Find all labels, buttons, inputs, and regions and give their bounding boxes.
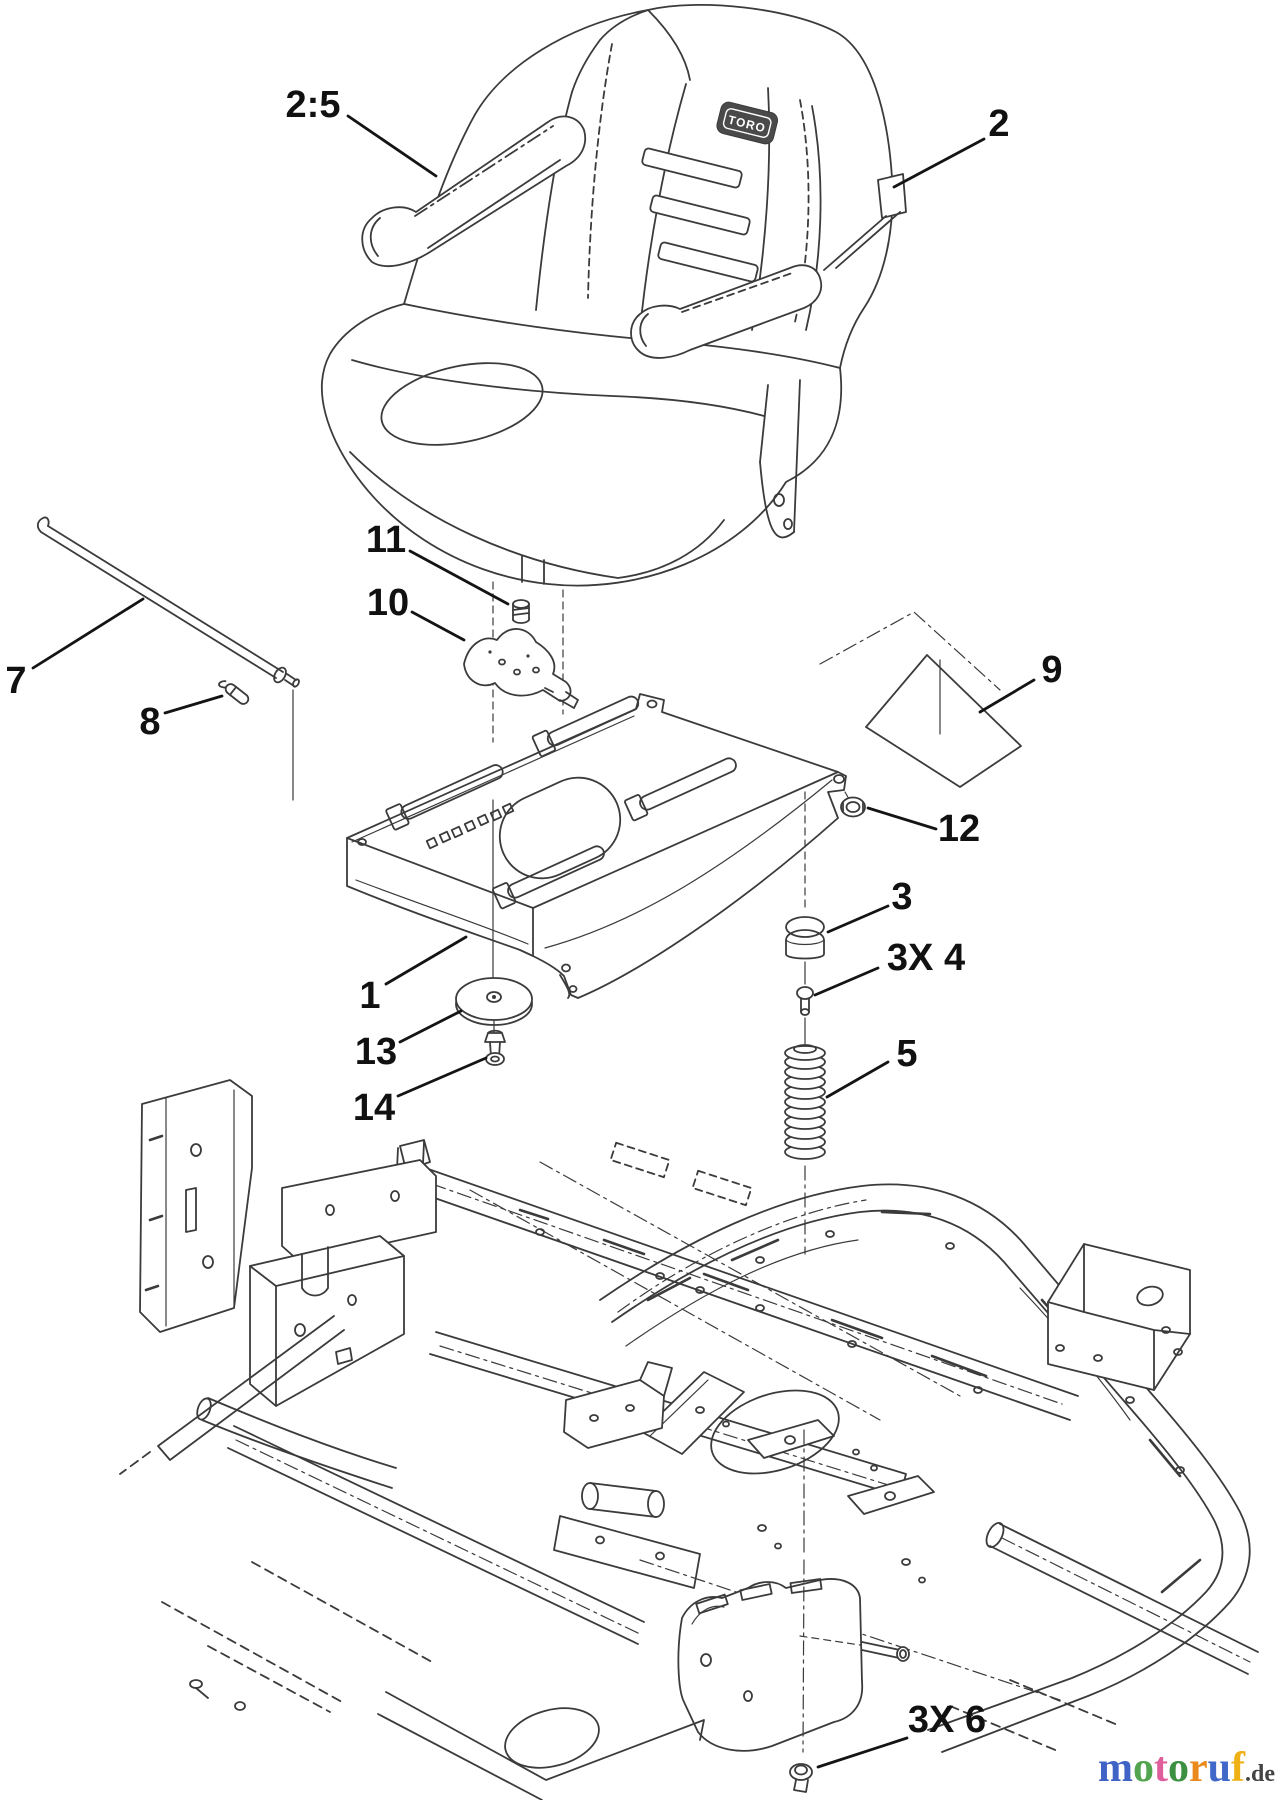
armrest-right-part	[630, 173, 907, 359]
callout-leader-9	[978, 678, 1036, 714]
watermark-letter: t	[1154, 1745, 1168, 1791]
callout-label-3: 3	[891, 876, 912, 918]
callout-label-2-5: 2:5	[286, 84, 341, 126]
callout-leader-3X6	[816, 1736, 909, 1769]
nut-part-12	[840, 796, 866, 818]
callout-label-2: 2	[988, 103, 1009, 145]
callout-leader-1	[384, 935, 468, 986]
rod-part-7	[36, 516, 300, 801]
decal-part-9	[819, 611, 1022, 788]
callout-label-11: 11	[366, 519, 406, 561]
watermark-suffix: .de	[1245, 1761, 1275, 1787]
seat-plate-part-1	[346, 693, 850, 999]
bracket-part-10	[463, 628, 579, 709]
toro-brand-patch: TORO	[716, 101, 779, 145]
callout-label-10: 10	[367, 582, 409, 624]
callout-leader-layer	[31, 114, 1036, 1769]
callout-leader-10	[410, 610, 466, 642]
clip-part-8	[218, 680, 250, 705]
callout-label-9: 9	[1041, 649, 1062, 691]
frame-floor-pan	[161, 1561, 705, 1800]
frame-side-plate	[677, 1578, 910, 1752]
frame-left-tower	[119, 1079, 437, 1489]
callout-leader-13	[398, 1009, 463, 1044]
seat-back-rib-bars	[641, 147, 759, 283]
callout-leader-5	[825, 1060, 890, 1099]
callout-leader-3	[826, 904, 890, 934]
callout-leader-3X4	[813, 966, 880, 997]
callout-leader-14	[396, 1056, 488, 1098]
armrest-left-part	[361, 115, 587, 267]
callout-label-7: 7	[5, 660, 26, 702]
frame-assembly	[119, 1079, 1259, 1800]
frame-right-bracket	[1047, 1243, 1191, 1391]
frame-center-members	[227, 1141, 1259, 1753]
watermark-logo: motoruf.de	[1098, 1744, 1275, 1798]
callout-leader-7	[31, 597, 145, 670]
centerline-lower	[802, 1559, 805, 1753]
watermark-letter: o	[1133, 1745, 1154, 1791]
bolt-part-14	[484, 1019, 506, 1066]
callout-leader-8	[163, 694, 224, 715]
spring-part-5	[784, 1017, 826, 1160]
callout-leader-2-5	[346, 114, 438, 178]
callout-label-3X4: 3X 4	[887, 937, 965, 979]
callout-label-1: 1	[359, 975, 380, 1017]
watermark-letter: m	[1098, 1745, 1133, 1791]
watermark-letter: f	[1231, 1745, 1246, 1791]
callout-leader-12	[866, 806, 938, 831]
callout-label-5: 5	[896, 1033, 917, 1075]
callout-label-12: 12	[938, 808, 980, 850]
plate-square-holes	[425, 802, 515, 850]
watermark-letter: o	[1168, 1745, 1189, 1791]
callout-label-layer: 2:5 2 7 8 11 10 9 12 1 13 14 3 3X 4 5 3X 6	[5, 84, 1062, 1741]
callout-label-13: 13	[355, 1031, 397, 1073]
callout-label-8: 8	[139, 701, 160, 743]
bushing-part-11	[512, 599, 530, 624]
callout-label-14: 14	[353, 1087, 395, 1129]
callout-leader-11	[408, 549, 510, 606]
callout-label-3X6: 3X 6	[908, 1699, 986, 1741]
bumper-part-3	[785, 791, 825, 960]
seat-part: TORO	[320, 4, 907, 743]
bolt-part-6	[789, 1763, 813, 1793]
watermark-letter: r	[1189, 1745, 1208, 1791]
bolt-part-4	[796, 961, 814, 1016]
watermark-letter: u	[1207, 1745, 1232, 1791]
callout-leader-2	[892, 137, 986, 189]
